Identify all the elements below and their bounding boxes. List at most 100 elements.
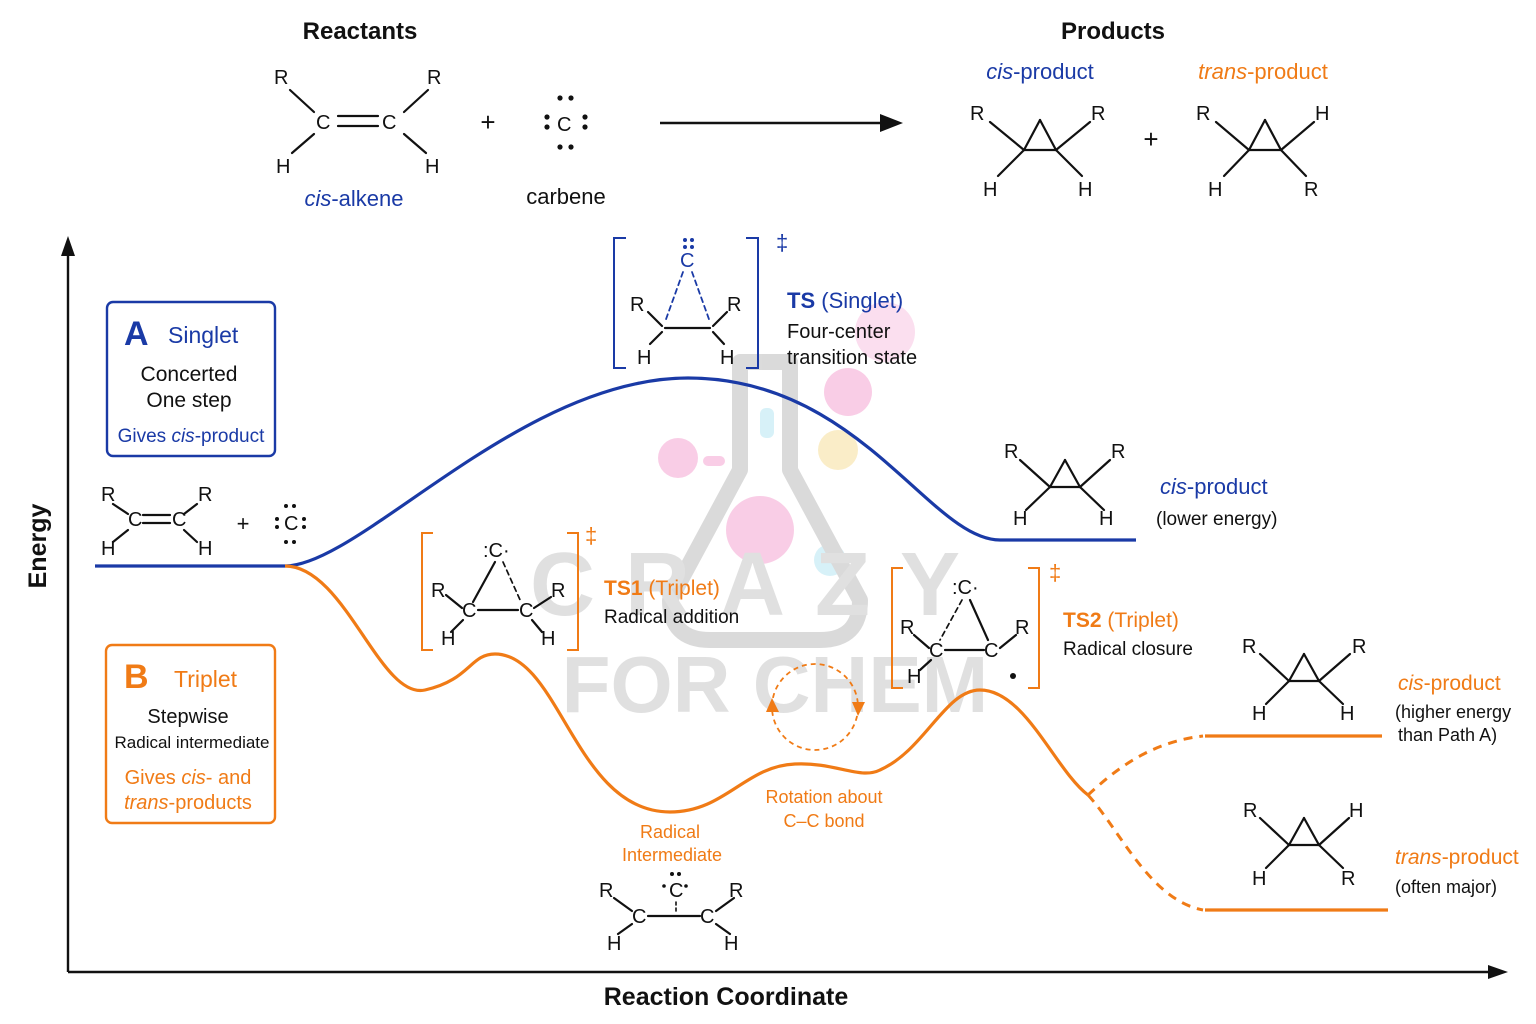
atom-c: C (519, 600, 533, 622)
path-b-line2: Radical intermediate (115, 733, 270, 752)
atom-c: C (680, 250, 694, 272)
singlet-cis-product-label: cis-product (1160, 474, 1268, 499)
path-b-box (104, 643, 277, 825)
atom-r: R (1015, 617, 1029, 639)
trans-product-title: trans-product (1198, 59, 1328, 84)
atom-h: H (1099, 508, 1113, 530)
path-a-box (105, 300, 277, 458)
rotation-label-line2: C–C bond (783, 811, 864, 831)
atom-h: H (101, 538, 115, 560)
atom-r: R (431, 580, 445, 602)
singlet-cis-product-note: (lower energy) (1156, 509, 1277, 530)
plus-sign: + (1143, 124, 1158, 154)
ts2-title: TS2 (Triplet) (1063, 609, 1179, 632)
watermark-line1: CRAZY (530, 535, 990, 635)
atom-c: C (632, 906, 646, 928)
start-reactants-structure: R R H H C C (101, 484, 212, 560)
path-a-letter: A (124, 315, 149, 353)
radical-intermediate-structure: C C C R R H H (599, 872, 743, 955)
atom-h: H (1252, 703, 1266, 725)
atom-c: C (316, 112, 330, 134)
triplet-cis-product-label: cis-product (1398, 672, 1501, 695)
rotation-arrowhead-left (766, 698, 779, 712)
atom-h: H (1208, 179, 1222, 201)
atom-h: H (724, 933, 738, 955)
atom-r: R (551, 580, 565, 602)
ts-singlet-desc2: transition state (787, 347, 917, 369)
ts2-dagger: ‡ (1049, 560, 1061, 585)
atom-h: H (720, 347, 734, 369)
ts2-desc: Radical closure (1063, 639, 1193, 660)
triplet-trans-note: (often major) (1395, 877, 1497, 897)
atom-h: H (541, 628, 555, 650)
watermark: CRAZY FOR CHEM (530, 302, 990, 729)
atom-c: C (669, 880, 683, 902)
path-a-line2: One step (146, 389, 231, 412)
atom-h: H (425, 156, 439, 178)
atom-c: C (700, 906, 714, 928)
triplet-cis-note-line2: than Path A) (1398, 725, 1497, 745)
atom-r: R (427, 67, 441, 89)
atom-r: R (1304, 179, 1318, 201)
triplet-trans-product-label: trans-product (1395, 846, 1519, 869)
path-a-gives: Gives cis-product (118, 426, 266, 447)
atom-h: H (1340, 703, 1354, 725)
atom-r: R (630, 294, 644, 316)
plus-sign: + (480, 107, 495, 137)
atom-c: C (462, 600, 476, 622)
atom-r: R (727, 294, 741, 316)
ts1-structure: :C· C C R R H H (431, 540, 565, 650)
singlet-energy-curve (95, 376, 1136, 568)
ts1-desc: Radical addition (604, 607, 739, 628)
atom-r: R (1196, 103, 1210, 125)
atom-c-radical: :C· (952, 577, 979, 599)
atom-r: R (101, 484, 115, 506)
atom-r: R (599, 880, 613, 902)
x-axis-label: Reaction Coordinate (604, 983, 849, 1011)
path-b-gives-line2: trans-products (124, 792, 252, 814)
x-axis-arrowhead (1488, 965, 1508, 979)
atom-r: R (1243, 800, 1257, 822)
atom-r: R (1352, 636, 1366, 658)
atom-h: H (1252, 868, 1266, 890)
start-carbene-structure: C (275, 504, 306, 544)
atom-h: H (637, 347, 651, 369)
atom-r: R (1091, 103, 1105, 125)
ts-singlet-desc1: Four-center (787, 321, 891, 343)
atom-c: C (128, 509, 142, 531)
cis-alkene-structure: R R H H C C (274, 67, 441, 178)
atom-c: C (284, 513, 298, 535)
ts1-brackets (421, 532, 579, 651)
cis-alkene-label: cis-alkene (304, 186, 403, 211)
atom-c: C (172, 509, 186, 531)
singlet-cis-product-structure: R R H H (1004, 441, 1125, 530)
ts-singlet-title: TS (Singlet) (787, 288, 903, 313)
triplet-energy-curve (284, 564, 1089, 814)
path-a-line1: Concerted (141, 363, 238, 386)
path-b-gives-line1: Gives cis- and (125, 767, 252, 789)
ts2-structure: :C· C C R R H (900, 577, 1029, 688)
carbene-structure: C (544, 95, 588, 150)
path-a-spin: Singlet (168, 322, 239, 348)
atom-h: H (607, 933, 621, 955)
ts1-title: TS1 (Triplet) (604, 577, 720, 600)
ts2-brackets (891, 567, 1040, 689)
intermediate-label-line2: Intermediate (622, 845, 722, 865)
atom-h: H (1349, 800, 1363, 822)
path-b-line1: Stepwise (147, 706, 228, 728)
atom-h: H (907, 666, 921, 688)
triplet-trans-product-structure: R H H R (1243, 800, 1363, 890)
products-title: Products (1061, 18, 1165, 45)
atom-h: H (983, 179, 997, 201)
atom-h: H (1315, 103, 1329, 125)
atom-h: H (1013, 508, 1027, 530)
atom-c: C (984, 640, 998, 662)
atom-r: R (729, 880, 743, 902)
intermediate-label-line1: Radical (640, 822, 700, 842)
carbene-label: carbene (526, 184, 606, 209)
atom-h: H (1078, 179, 1092, 201)
path-b-letter: B (124, 658, 149, 696)
atom-r: R (1341, 868, 1355, 890)
branch-to-cis-dashed (1086, 734, 1204, 797)
